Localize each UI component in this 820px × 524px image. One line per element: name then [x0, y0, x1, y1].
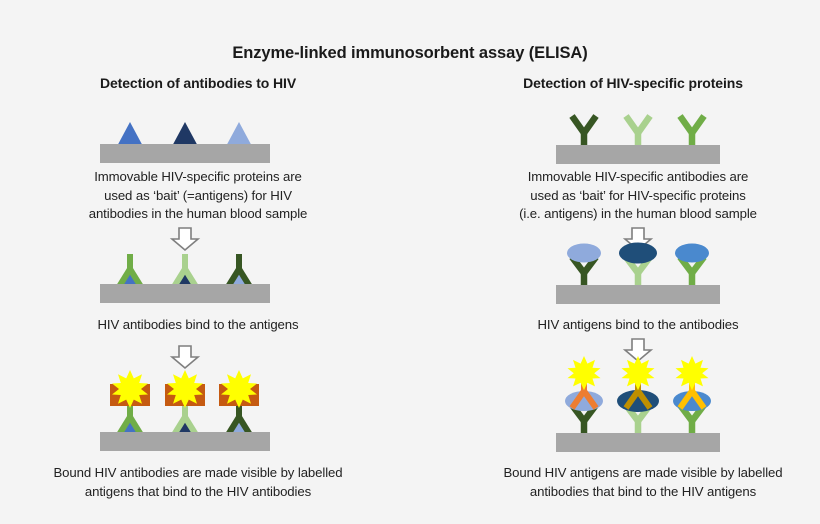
right-step1-illustration	[554, 108, 722, 170]
right-step3-illustration	[554, 356, 722, 458]
column-heading-right: Detection of HIV-specific proteins	[523, 75, 743, 91]
right-step2-illustration	[554, 240, 722, 310]
signal-star-icon	[112, 370, 148, 408]
left-step1-illustration	[98, 112, 272, 170]
left-step1-caption: Immovable HIV-specific proteins are used…	[48, 168, 348, 224]
microplate-surface	[100, 432, 270, 451]
caption-line: antigens that bind to the HIV antibodies	[84, 483, 312, 499]
down-arrow-icon	[168, 226, 202, 252]
signal-star-icon	[675, 356, 709, 391]
signal-star-icon	[221, 370, 257, 408]
microplate-surface	[100, 144, 270, 163]
left-step3-caption: Bound HIV antibodies are made visible by…	[8, 464, 388, 501]
microplate-surface	[556, 433, 720, 452]
caption-line: Bound HIV antigens are made visible by l…	[503, 465, 783, 480]
right-step1-caption: Immovable HIV-specific antibodies are us…	[483, 168, 793, 224]
microplate-surface	[100, 284, 270, 303]
right-step2-caption: HIV antigens bind to the antibodies	[483, 316, 793, 335]
left-step2-illustration	[98, 252, 272, 310]
caption-line: used as ‘bait’ (=antigens) for HIV	[104, 187, 292, 203]
antigen-oval-medium	[675, 243, 709, 263]
microplate-surface	[556, 285, 720, 304]
right-step3-caption: Bound HIV antigens are made visible by l…	[468, 464, 818, 501]
caption-line: HIV antigens bind to the antibodies	[537, 317, 739, 332]
antigen-oval-dark	[619, 242, 657, 264]
caption-line: Immovable HIV-specific proteins are	[94, 169, 302, 184]
down-arrow-icon	[621, 337, 655, 363]
microplate-surface	[556, 145, 720, 164]
signal-star-icon	[167, 370, 203, 408]
antigen-oval-light	[567, 243, 601, 263]
left-step2-caption: HIV antibodies bind to the antigens	[48, 316, 348, 335]
antigen-triangle-medium	[115, 122, 145, 150]
caption-line: antibodies in the human blood sample	[88, 206, 308, 221]
caption-line: antibodies that bind to the HIV antigens	[529, 483, 757, 499]
down-arrow-icon	[168, 344, 202, 370]
caption-line: Bound HIV antibodies are made visible by…	[53, 465, 343, 480]
page-title: Enzyme-linked immunosorbent assay (ELISA…	[232, 44, 588, 62]
caption-line: used as ‘bait’ for HIV-specific proteins	[530, 187, 746, 203]
caption-line: (i.e. antigens) in the human blood sampl…	[519, 206, 757, 221]
antigen-triangle-light	[224, 122, 254, 150]
caption-line: HIV antibodies bind to the antigens	[97, 317, 299, 332]
left-step3-illustration	[98, 370, 272, 458]
signal-star-icon	[567, 356, 601, 391]
antigen-triangle-dark	[170, 122, 200, 150]
signal-star-icon	[621, 356, 655, 391]
caption-line: Immovable HIV-specific antibodies are	[527, 169, 749, 184]
column-heading-left: Detection of antibodies to HIV	[99, 75, 297, 91]
